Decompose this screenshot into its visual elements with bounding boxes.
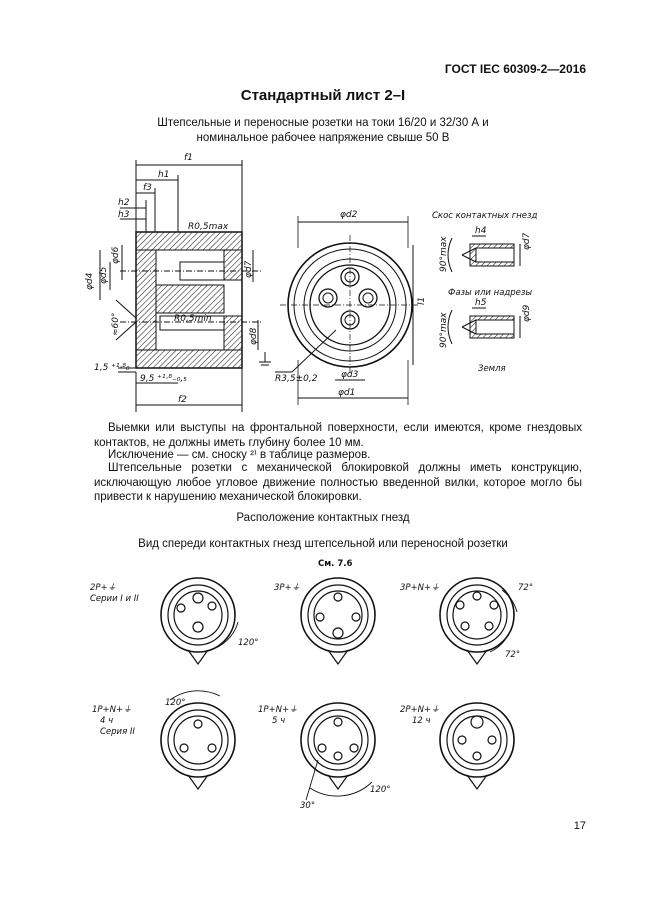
dim-d6: φd6 [111,246,121,264]
contact-diagram-4 [160,690,236,791]
dim-l1: l1 [417,297,427,305]
note-earth: Земля [478,364,506,374]
contact-5-sub: 5 ч [272,716,285,726]
paragraph-exception: Исключение — см. сноску ²⁾ в таблице раз… [108,449,371,461]
contact-5-label: 1P+N+⏚ [258,705,298,715]
dim-r-max: R0,5max [188,222,229,232]
contact-6-label: 2P+N+⏚ [400,705,440,715]
detail-views [447,235,521,345]
contact-diagram-2 [300,577,376,666]
note-h5: h5 [475,298,487,308]
note-h4: h4 [475,226,487,236]
dim-r3-5: R3,5±0,2 [275,374,318,384]
section-contact-layout: Расположение контактных гнезд [236,512,410,524]
standard-header: ГОСТ IEC 60309-2—2016 [444,62,586,76]
contact-3-label: 3P+N+⏚ [400,583,440,593]
contact-3-angle-2: 72° [505,650,520,660]
contact-diagram-3 [439,577,518,666]
contact-5-angle: 120° [370,785,390,795]
page-subtitle: Штепсельные и переносные розетки на токи… [0,116,646,146]
page-title: Стандартный лист 2–I [240,87,406,104]
contact-diagram-1 [160,577,239,666]
dim-angle-60: ≈60° [111,313,121,337]
contact-diagram-5 [300,702,376,801]
page-number: 17 [573,820,586,832]
dim-d5: φd5 [99,266,109,284]
contact-4-angle: 120° [165,698,185,708]
contact-2-label: 3P+⏚ [274,583,300,593]
dim-f3: f3 [143,183,152,193]
contact-6-sub: 12 ч [412,716,431,726]
contact-4-sub2: Серия II [100,727,135,737]
paragraph-recesses: Выемки или выступы на фронтальной поверх… [94,422,582,449]
note-d9: φd9 [522,304,532,322]
contact-4-label: 1P+N+⏚ [92,705,132,715]
dim-f2: f2 [178,395,187,405]
note-d7: φd7 [522,232,532,250]
contact-1-angle: 120° [238,638,258,648]
dim-f1: f1 [184,153,193,163]
subtitle-line-2: номинальное рабочее напряжение свыше 50 … [196,132,450,144]
paragraph-interlock: Штепсельные розетки с механической блоки… [94,462,582,503]
side-section-view [99,160,271,412]
dim-h3: h3 [118,210,130,220]
contact-4-sub: 4 ч [100,716,113,726]
see-note: См. 7.6 [318,559,353,569]
dim-d7: φd7 [244,260,254,278]
dim-d3: φd3 [341,370,359,380]
note-bevel: Скос контактных гнезд [432,211,538,221]
dim-d4: φd4 [85,272,95,290]
front-view [275,216,420,405]
dim-d2: φd2 [340,210,358,220]
dim-h2: h2 [118,198,130,208]
dim-d1: φd1 [338,388,355,398]
dim-h1: h1 [158,170,169,180]
dim-tol-1-5: 1,5 ⁺¹·⁸₀ [94,363,130,373]
dim-d8: φd8 [249,327,259,345]
contact-1-label: 2P+⏚ [90,583,116,593]
dim-tol-9-5: 9,5 ⁺¹·⁸₋₀,₅ [140,374,187,384]
section-front-view: Вид спереди контактных гнезд штепсельной… [138,538,508,550]
contact-3-angle: 72° [518,583,533,593]
note-max90-a: 90°max [439,236,449,272]
note-max90-b: 90°max [439,312,449,348]
contact-diagram-6 [439,702,515,791]
note-bevel-or-chamfer: Фазы или надрезы [448,288,532,298]
dim-r-min: R0,5min [174,314,212,324]
contact-1-sub: Серии I и II [90,594,139,604]
contact-5-angle-2: 30° [300,801,315,811]
subtitle-line-1: Штепсельные и переносные розетки на токи… [157,117,489,129]
